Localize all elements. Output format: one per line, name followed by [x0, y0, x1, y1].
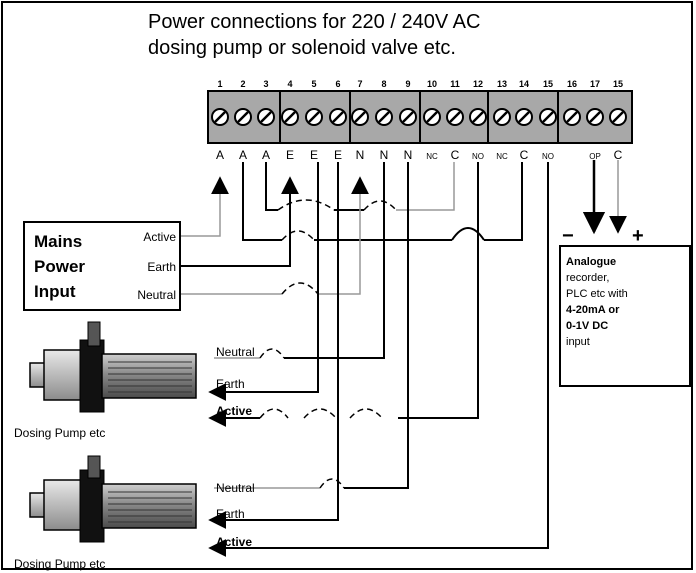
- terminal-screw-slot: [402, 111, 414, 123]
- terminal-number: 16: [567, 79, 577, 89]
- analogue-line-5: 0-1V DC: [566, 320, 608, 332]
- wires: [176, 160, 627, 557]
- pump1-active-label: Active: [216, 404, 252, 418]
- terminal-number: 4: [287, 79, 292, 89]
- terminal-number: 14: [519, 79, 529, 89]
- mains-title-2: Power: [34, 257, 85, 276]
- terminal-number: 6: [335, 79, 340, 89]
- title-line-1: Power connections for 220 / 240V AC: [148, 11, 480, 33]
- title-line-2: dosing pump or solenoid valve etc.: [148, 37, 456, 59]
- pump2-active-label: Active: [216, 535, 252, 549]
- terminal-label: OP: [589, 152, 601, 161]
- terminal-screw-slot: [237, 111, 249, 123]
- terminal-screw-slot: [332, 111, 344, 123]
- terminal-number: 15: [613, 79, 623, 89]
- terminal-label: A: [216, 148, 224, 162]
- analogue-minus: −: [562, 225, 574, 247]
- terminal-screw-slot: [566, 111, 578, 123]
- dosing-pump-2-image: [29, 455, 197, 543]
- terminal-screw-slot: [378, 111, 390, 123]
- terminal-number: 2: [240, 79, 245, 89]
- terminal-screw-slot: [542, 111, 554, 123]
- terminal-screw-slot: [472, 111, 484, 123]
- terminal-number: 3: [263, 79, 268, 89]
- terminal-screw-slot: [612, 111, 624, 123]
- terminal-screw-slot: [496, 111, 508, 123]
- terminal-screw-slot: [308, 111, 320, 123]
- terminal-screw-slot: [518, 111, 530, 123]
- terminal-label: C: [520, 148, 529, 162]
- terminal-label: NO: [472, 152, 484, 161]
- analogue-line-4: 4-20mA or: [566, 304, 620, 316]
- mains-box: [23, 221, 181, 311]
- pump1-earth-label: Earth: [216, 377, 245, 391]
- terminal-label: N: [380, 148, 389, 162]
- mains-title-1: Mains: [34, 232, 82, 251]
- terminal-number: 5: [311, 79, 316, 89]
- terminal-number: 15: [543, 79, 553, 89]
- terminal-screw-slot: [449, 111, 461, 123]
- pump1-neutral-label: Neutral: [216, 345, 255, 359]
- dosing-pump-1-image: [29, 321, 197, 413]
- terminal-number: 12: [473, 79, 483, 89]
- analogue-line-1: Analogue: [566, 256, 616, 268]
- analogue-box: [559, 245, 691, 387]
- analogue-plus: +: [632, 225, 644, 247]
- terminal-screw-slot: [589, 111, 601, 123]
- terminal-label: A: [239, 148, 247, 162]
- terminal-label: C: [451, 148, 460, 162]
- terminal-screw-slot: [284, 111, 296, 123]
- terminal-label: C: [614, 148, 623, 162]
- analogue-line-6: input: [566, 336, 590, 348]
- terminal-label: E: [334, 148, 342, 162]
- mains-neutral-label: Neutral: [137, 288, 176, 302]
- mains-earth-label: Earth: [147, 260, 176, 274]
- terminal-label: N: [356, 148, 365, 162]
- pump2-caption: Dosing Pump etc: [14, 557, 105, 571]
- analogue-line-3: PLC etc with: [566, 288, 628, 300]
- terminal-screws: [211, 108, 627, 126]
- analogue-line-2: recorder,: [566, 272, 609, 284]
- terminal-label: NO: [542, 152, 554, 161]
- terminal-number: 9: [405, 79, 410, 89]
- terminal-label: N: [404, 148, 413, 162]
- terminal-number: 13: [497, 79, 507, 89]
- mains-title-3: Input: [34, 282, 76, 301]
- terminal-label: E: [286, 148, 294, 162]
- terminal-number: 11: [450, 79, 460, 89]
- terminal-label: NC: [426, 152, 438, 161]
- terminal-label: A: [262, 148, 270, 162]
- terminal-number: 10: [427, 79, 437, 89]
- terminal-screw-slot: [426, 111, 438, 123]
- terminal-screw-slot: [260, 111, 272, 123]
- terminal-label: E: [310, 148, 318, 162]
- terminal-group-dividers: [279, 91, 559, 143]
- terminal-number: 17: [590, 79, 600, 89]
- terminal-screw-slot: [354, 111, 366, 123]
- terminal-number: 1: [217, 79, 222, 89]
- terminal-number: 7: [357, 79, 362, 89]
- terminal-number: 8: [381, 79, 386, 89]
- terminal-screw-slot: [214, 111, 226, 123]
- mains-active-label: Active: [143, 230, 176, 244]
- terminal-label: NC: [496, 152, 508, 161]
- pump2-neutral-label: Neutral: [216, 481, 255, 495]
- pump2-earth-label: Earth: [216, 507, 245, 521]
- pump1-caption: Dosing Pump etc: [14, 426, 105, 440]
